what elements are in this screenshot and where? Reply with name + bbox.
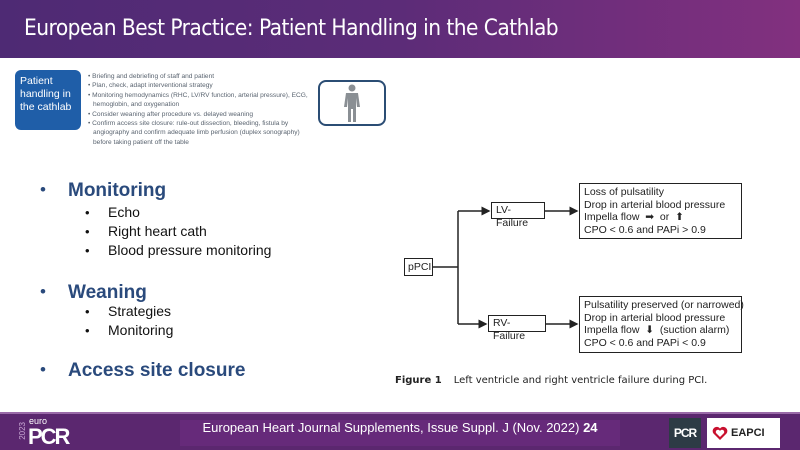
bullet: • (40, 282, 46, 301)
sub-bullet: Echo (108, 204, 140, 220)
heart-icon (712, 426, 728, 440)
summary-item: • Monitoring hemodynamics (RHC, LV/RV fu… (88, 91, 308, 109)
bullet: • (40, 360, 46, 379)
bullet: • (85, 304, 90, 319)
slide-header: European Best Practice: Patient Handling… (0, 0, 800, 58)
rv-detail: CPO < 0.6 and PAPi < 0.9 (584, 336, 706, 349)
summary-list: • Briefing and debriefing of staff and p… (88, 72, 398, 147)
summary-item: • Briefing and debriefing of staff and p… (88, 73, 215, 80)
figure-caption-text: Left ventricle and right ventricle failu… (453, 375, 708, 386)
page-number: 24 (583, 420, 598, 435)
bullet: • (85, 224, 90, 239)
sub-bullet: Right heart cath (108, 223, 207, 239)
citation: European Heart Journal Supplements, Issu… (0, 420, 800, 435)
lv-failure-box: LV-Failure (491, 202, 545, 229)
bullet-monitoring: Monitoring (68, 180, 167, 201)
bullet-access-site-closure: Access site closure (68, 360, 246, 381)
summary-item: • Plan, check, adapt interventional stra… (88, 82, 213, 90)
slide-footer: 2023 euro PCR European Heart Journal Sup… (0, 412, 800, 450)
figure-label: Figure 1 (395, 375, 442, 386)
lv-details-box: Loss of pulsatility Drop in arterial blo… (579, 183, 742, 239)
summary-item: • Consider weaning after procedure vs. d… (88, 110, 254, 118)
figure-caption: Figure 1 Left ventricle and right ventric… (395, 375, 707, 386)
person-icon (344, 84, 360, 122)
rv-detail: Impella flow ⬇ (suction alarm) (584, 324, 730, 337)
lv-detail: Drop in arterial blood pressure (584, 198, 726, 211)
rv-detail: Pulsatility preserved (or narrowed) (584, 299, 744, 311)
lv-detail: Impella flow ➡ or ⬆ (584, 211, 684, 224)
rv-details-box: Pulsatility preserved (or narrowed) Drop… (579, 296, 744, 353)
slide-title: European Best Practice: Patient Handling… (24, 16, 559, 41)
bullet: • (85, 243, 90, 258)
logo-euro: euro (29, 416, 48, 426)
sub-bullet: Monitoring (108, 322, 174, 338)
eapci-logo: EAPCI (707, 418, 780, 448)
sub-bullet: Blood pressure monitoring (108, 242, 272, 258)
summary-label-box: Patient handling in the cathlab (15, 70, 81, 130)
rv-failure-box: RV-Failure (488, 315, 546, 342)
summary-item: • Confirm access site closure: rule-out … (88, 120, 300, 146)
eapci-text: EAPCI (731, 427, 765, 439)
citation-text: European Heart Journal Supplements, Issu… (202, 420, 580, 435)
lv-detail: CPO < 0.6 and PAPi > 0.9 (584, 223, 706, 236)
rv-detail: Drop in arterial blood pressure (584, 311, 726, 324)
logo-pcr: PCR (28, 424, 70, 449)
bullet: • (85, 205, 90, 220)
sub-bullet: Strategies (108, 303, 172, 319)
pcr-badge-logo: PCR (669, 418, 701, 448)
bullet: • (40, 180, 46, 199)
bullet: • (85, 323, 90, 338)
person-icon-box (318, 80, 386, 126)
pPCI-box: pPCI (404, 258, 433, 276)
lv-detail: Loss of pulsatility (584, 186, 664, 198)
citation-band (180, 420, 620, 446)
bullet-weaning: Weaning (68, 282, 147, 303)
